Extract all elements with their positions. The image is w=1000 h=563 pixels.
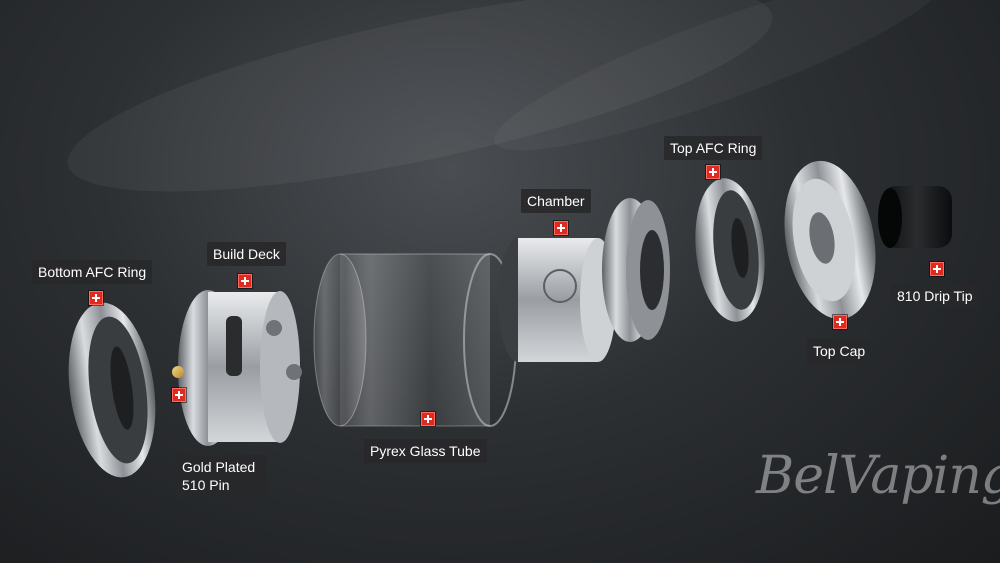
top-cap-label: Top Cap <box>807 339 872 363</box>
gold-plated-pin-hotspot[interactable] <box>172 388 186 402</box>
chamber-hotspot[interactable] <box>554 221 568 235</box>
tank-section-part <box>602 198 670 342</box>
pyrex-glass-tube-hotspot[interactable] <box>421 412 435 426</box>
build-deck-label: Build Deck <box>207 242 286 266</box>
build-deck-part <box>172 290 302 446</box>
top-cap-part <box>784 160 876 320</box>
background-sheen <box>67 0 773 192</box>
top-afc-ring-label: Top AFC Ring <box>664 136 763 160</box>
drip-tip-label: 810 Drip Tip <box>891 284 979 308</box>
top-afc-ring-hotspot[interactable] <box>706 165 720 179</box>
bottom-afc-ring-part <box>68 302 156 478</box>
drip-tip-hotspot[interactable] <box>930 262 944 276</box>
bottom-afc-ring-hotspot[interactable] <box>89 291 103 305</box>
watermark-logo: BelVaping <box>756 446 1000 506</box>
drip-tip-part <box>878 186 952 248</box>
chamber-part <box>498 238 616 362</box>
pyrex-glass-tube-label: Pyrex Glass Tube <box>364 439 487 463</box>
bottom-afc-ring-label: Bottom AFC Ring <box>32 260 153 284</box>
pyrex-glass-tube-part <box>313 253 517 427</box>
build-deck-hotspot[interactable] <box>238 274 252 288</box>
gold-plated-pin-label: Gold Plated 510 Pin <box>176 455 266 497</box>
top-afc-ring-part <box>695 178 765 322</box>
background-sheen <box>494 0 946 151</box>
chamber-label: Chamber <box>521 189 591 213</box>
top-cap-hotspot[interactable] <box>833 315 847 329</box>
